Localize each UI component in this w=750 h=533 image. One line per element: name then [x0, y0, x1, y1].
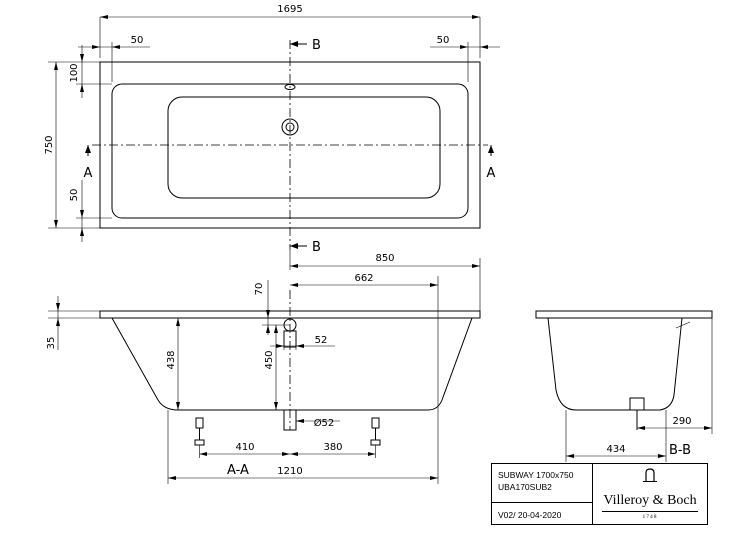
section-b-bottom: B [312, 240, 321, 255]
section-b-b-label: B-B [669, 443, 691, 458]
side-tub-body [547, 317, 683, 411]
waste-outlet [283, 409, 297, 431]
section-b-top: B [312, 38, 321, 53]
tub-foot-left [194, 417, 205, 446]
section-a-right: A [487, 166, 496, 181]
section-b-b-view: 290 434 B-B [535, 310, 713, 462]
section-a-a-label: A-A [227, 463, 249, 478]
logo-fountain-icon [643, 468, 657, 482]
tub-foot-right [370, 417, 381, 446]
dim-overall-length: 1695 [277, 4, 302, 15]
version-date: V02/ 20-04-2020 [498, 510, 562, 520]
dim-foot-right: 380 [323, 442, 342, 453]
dim-side-bottom-width: 434 [606, 444, 625, 455]
dim-overflow-height: 70 [254, 283, 265, 296]
dim-bottom-length: 1210 [277, 466, 302, 477]
logo-rule [602, 511, 698, 512]
dim-side-drain-offset: 290 [672, 416, 691, 427]
dim-rim-right: 50 [437, 35, 450, 46]
dim-foot-left: 410 [235, 442, 254, 453]
title-block: SUBWAY 1700x750 UBA170SUB2 V02/ 20-04-20… [491, 463, 708, 525]
drain-inner [285, 122, 295, 132]
brand-year: 1748 [642, 514, 658, 520]
dim-rim-bottom: 50 [69, 189, 80, 202]
tub-basin-floor [167, 96, 441, 199]
dim-drain-inner: 662 [354, 273, 373, 284]
dim-bottom-depth: 438 [166, 350, 177, 369]
section-tub-body [111, 317, 473, 411]
dim-rim-top: 100 [69, 63, 80, 82]
title-block-divider [492, 502, 592, 503]
dim-overflow-to-floor: 450 [264, 350, 275, 369]
dim-rim-height: 35 [46, 337, 57, 350]
title-block-info: SUBWAY 1700x750 UBA170SUB2 V02/ 20-04-20… [492, 464, 593, 524]
product-code: UBA170SUB2 [498, 482, 552, 492]
brand-logo: Villeroy & Boch 1748 [592, 464, 708, 524]
dim-drain-offset: 850 [375, 253, 394, 264]
overflow-hole [284, 84, 296, 90]
section-a-left: A [84, 166, 93, 181]
side-rim [535, 310, 713, 319]
dim-overall-width: 750 [44, 135, 55, 154]
brand-name: Villeroy & Boch [603, 493, 697, 508]
dim-rim-left: 50 [131, 35, 144, 46]
side-drain [629, 397, 645, 411]
drain-outer [281, 118, 299, 136]
dim-waste-diameter: Ø52 [314, 417, 335, 429]
section-a-a-view: 850 662 35 438 70 [46, 250, 481, 484]
dim-overflow-width: 52 [315, 335, 328, 346]
top-view: 1695 50 50 750 100 50 [44, 4, 500, 255]
product-model: SUBWAY 1700x750 [498, 470, 574, 480]
